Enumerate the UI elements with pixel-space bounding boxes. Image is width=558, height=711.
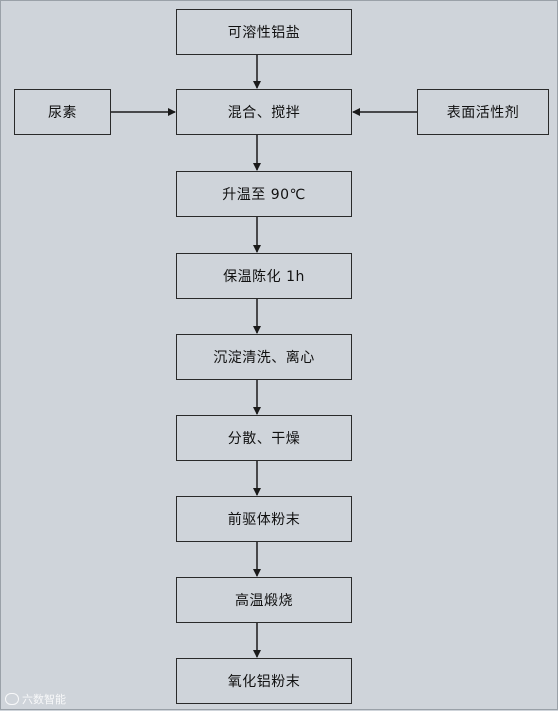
- watermark-logo-icon: [5, 693, 19, 705]
- step-heat-to-90c: 升温至 90℃: [176, 171, 352, 217]
- step-wash-centrifuge: 沉淀清洗、离心: [176, 334, 352, 380]
- step-aging-1h: 保温陈化 1h: [176, 253, 352, 299]
- step-disperse-dry: 分散、干燥: [176, 415, 352, 461]
- input-surfactant: 表面活性剂: [417, 89, 549, 135]
- watermark-text: 六数智能: [22, 693, 66, 706]
- step-alumina-powder: 氧化铝粉末: [176, 658, 352, 704]
- watermark: 六数智能: [5, 691, 66, 707]
- step-calcination: 高温煅烧: [176, 577, 352, 623]
- step-soluble-aluminum-salt: 可溶性铝盐: [176, 9, 352, 55]
- step-precursor-powder: 前驱体粉末: [176, 496, 352, 542]
- input-urea: 尿素: [14, 89, 111, 135]
- step-mix-stir: 混合、搅拌: [176, 89, 352, 135]
